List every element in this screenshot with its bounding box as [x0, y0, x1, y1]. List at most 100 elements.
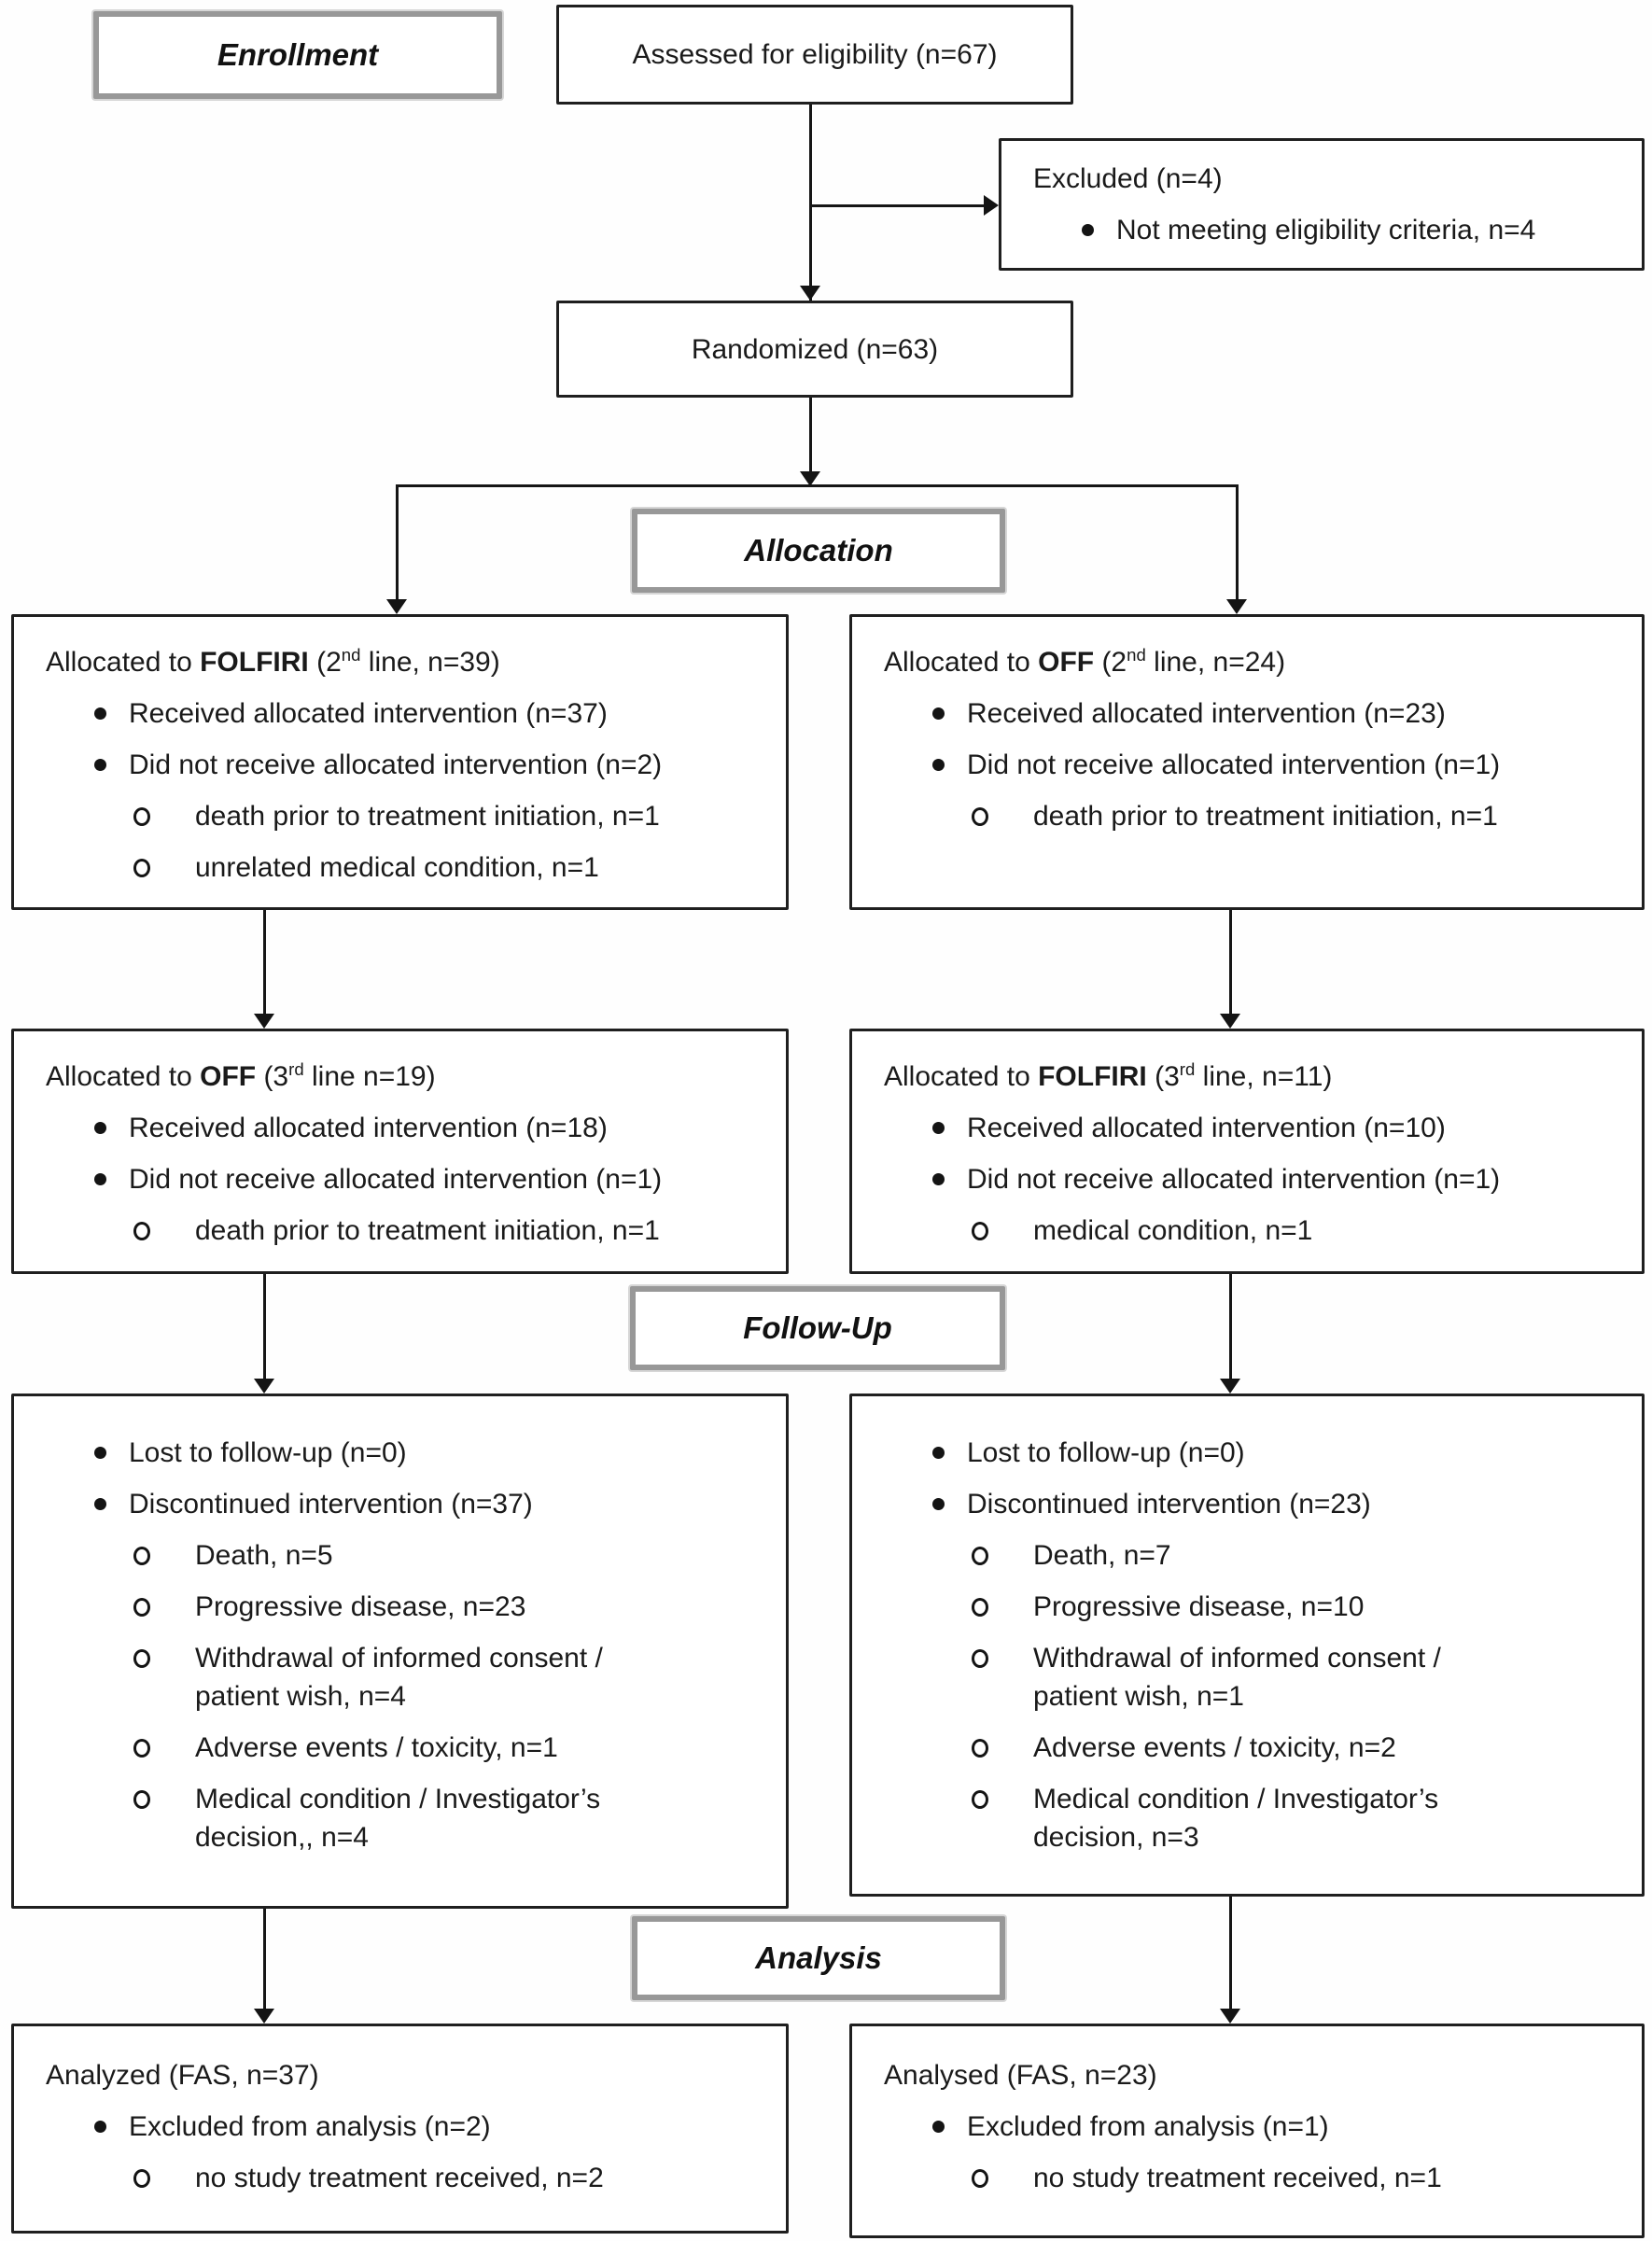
allocation-folfiri-2nd-line-box: Allocated to FOLFIRI (2nd line, n=39) Re…	[11, 614, 789, 910]
list-item-text: Excluded from analysis (n=1)	[967, 2111, 1329, 2142]
allocation-label-text: Allocation	[744, 533, 893, 567]
list-item: Received allocated intervention (n=37)	[94, 694, 771, 733]
bullet-circle-icon	[972, 2169, 988, 2188]
bullet-dot-icon	[932, 759, 945, 771]
box-title: Allocated to FOLFIRI (2nd line, n=39)	[46, 643, 771, 681]
title-close: line, n=24)	[1145, 647, 1286, 678]
bullet-dot-icon	[94, 1122, 106, 1134]
allocation-folfiri-3rd-line-box: Allocated to FOLFIRI (3rd line, n=11) Re…	[849, 1029, 1645, 1274]
excluded-title: Excluded (n=4)	[1033, 163, 1223, 194]
bullet-circle-icon	[972, 1547, 988, 1565]
title-drug: FOLFIRI	[1038, 1061, 1147, 1092]
bullet-dot-icon	[94, 759, 106, 771]
title-drug: FOLFIRI	[200, 647, 309, 678]
bullet-dot-icon	[932, 1173, 945, 1185]
bullet-circle-icon	[133, 1547, 150, 1565]
connector-alloc-line3-right	[1229, 910, 1232, 1017]
list-item-text: death prior to treatment initiation, n=1	[1033, 801, 1498, 832]
list-item-text: Medical condition / Investigator’s decis…	[195, 1784, 601, 1853]
bullet-dot-icon	[94, 1173, 106, 1185]
analysis-right-box: Analysed (FAS, n=23) Excluded from analy…	[849, 2024, 1645, 2238]
bullet-circle-icon	[133, 859, 150, 877]
bullet-circle-icon	[133, 807, 150, 826]
list-subitem: Progressive disease, n=23	[133, 1588, 771, 1626]
randomized-box: Randomized (n=63)	[556, 301, 1073, 398]
arrowhead-into-fu-left	[254, 1379, 274, 1394]
bullet-circle-icon	[972, 1598, 988, 1617]
enrollment-section-label: Enrollment	[93, 11, 502, 99]
title-open: (3	[1146, 1061, 1180, 1092]
bullet-dot-icon	[932, 1447, 945, 1459]
title-drug: OFF	[200, 1061, 257, 1092]
title-open: (2	[308, 647, 342, 678]
list-item-text: unrelated medical condition, n=1	[195, 852, 599, 883]
connector-alloc-line3-left	[263, 910, 266, 1017]
allocation-section-label: Allocation	[632, 509, 1005, 593]
connector-randomized-split	[809, 398, 812, 474]
connector-assessed-randomized	[809, 105, 812, 301]
list-subitem: Medical condition / Investigator’s decis…	[133, 1780, 771, 1856]
bullet-dot-icon	[94, 2121, 106, 2133]
list-item-text: medical condition, n=1	[1033, 1215, 1313, 1246]
title-ordinal-sup: nd	[1127, 645, 1146, 665]
bullet-circle-icon	[133, 1739, 150, 1758]
list-item-text: Did not receive allocated intervention (…	[967, 749, 1501, 780]
list-item: Did not receive allocated intervention (…	[94, 1160, 771, 1198]
allocation-off-3rd-line-box: Allocated to OFF (3rd line n=19) Receive…	[11, 1029, 789, 1274]
list-subitem: no study treatment received, n=1	[972, 2159, 1627, 2197]
list-item: Received allocated intervention (n=23)	[932, 694, 1627, 733]
bullet-circle-icon	[972, 1649, 988, 1668]
title-pre: Allocated to	[46, 647, 201, 678]
list-item-text: Did not receive allocated intervention (…	[967, 1164, 1501, 1195]
list-item: Not meeting eligibility criteria, n=4	[1082, 211, 1627, 249]
arrowhead-into-alloc-right	[1226, 599, 1247, 614]
list-subitem: Withdrawal of informed consent / patient…	[133, 1639, 771, 1716]
arrowhead-into-excluded	[984, 195, 999, 216]
follow-up-right-box: Lost to follow-up (n=0) Discontinued int…	[849, 1394, 1645, 1897]
list-item-text: Received allocated intervention (n=18)	[129, 1113, 608, 1143]
list-subitem: Progressive disease, n=10	[972, 1588, 1627, 1626]
title-close: line, n=39)	[360, 647, 500, 678]
assessed-box: Assessed for eligibility (n=67)	[556, 5, 1073, 105]
list-item-text: Adverse events / toxicity, n=2	[1033, 1732, 1396, 1763]
arrowhead-into-analysis-left	[254, 2009, 274, 2024]
bullet-dot-icon	[932, 1122, 945, 1134]
title-ordinal-sup: rd	[288, 1059, 304, 1079]
bullet-circle-icon	[972, 1790, 988, 1809]
list-subitem: no study treatment received, n=2	[133, 2159, 771, 2197]
list-subitem: Adverse events / toxicity, n=1	[133, 1729, 771, 1767]
excluded-box: Excluded (n=4) Not meeting eligibility c…	[999, 138, 1645, 271]
list-item-text: Excluded from analysis (n=2)	[129, 2111, 491, 2142]
list-item-text: Did not receive allocated intervention (…	[129, 1164, 663, 1195]
follow-up-left-box: Lost to follow-up (n=0) Discontinued int…	[11, 1394, 789, 1909]
box-title: Allocated to OFF (2nd line, n=24)	[884, 643, 1627, 681]
allocation-off-2nd-line-box: Allocated to OFF (2nd line, n=24) Receiv…	[849, 614, 1645, 910]
arrowhead-into-analysis-right	[1220, 2009, 1240, 2024]
list-item-text: no study treatment received, n=1	[1033, 2163, 1442, 2193]
list-subitem: medical condition, n=1	[972, 1212, 1627, 1250]
connector-excluded-branch	[809, 204, 987, 207]
arrowhead-into-fu-right	[1220, 1379, 1240, 1394]
list-subitem: Death, n=5	[133, 1536, 771, 1575]
bullet-dot-icon	[1082, 224, 1094, 236]
list-item-text: no study treatment received, n=2	[195, 2163, 604, 2193]
follow-up-label-text: Follow-Up	[743, 1310, 892, 1345]
analysis-label-text: Analysis	[755, 1940, 882, 1975]
enrollment-label-text: Enrollment	[217, 37, 379, 72]
list-item: Excluded from analysis (n=1)	[932, 2108, 1627, 2146]
list-item-text: Discontinued intervention (n=23)	[967, 1489, 1371, 1520]
list-subitem: Withdrawal of informed consent / patient…	[972, 1639, 1627, 1716]
list-subitem: Medical condition / Investigator’s decis…	[972, 1780, 1627, 1856]
title-ordinal-sup: rd	[1179, 1059, 1196, 1079]
list-subitem: death prior to treatment initiation, n=1	[972, 797, 1627, 835]
arrowhead-into-line3-right	[1220, 1014, 1240, 1029]
list-subitem: Adverse events / toxicity, n=2	[972, 1729, 1627, 1767]
title-ordinal-sup: nd	[341, 645, 361, 665]
bullet-dot-icon	[932, 2121, 945, 2133]
connector-fu-analysis-left	[263, 1909, 266, 2011]
list-item-text: death prior to treatment initiation, n=1	[195, 801, 660, 832]
list-item: Lost to follow-up (n=0)	[932, 1434, 1627, 1472]
bullet-dot-icon	[94, 1447, 106, 1459]
bullet-circle-icon	[133, 1790, 150, 1809]
